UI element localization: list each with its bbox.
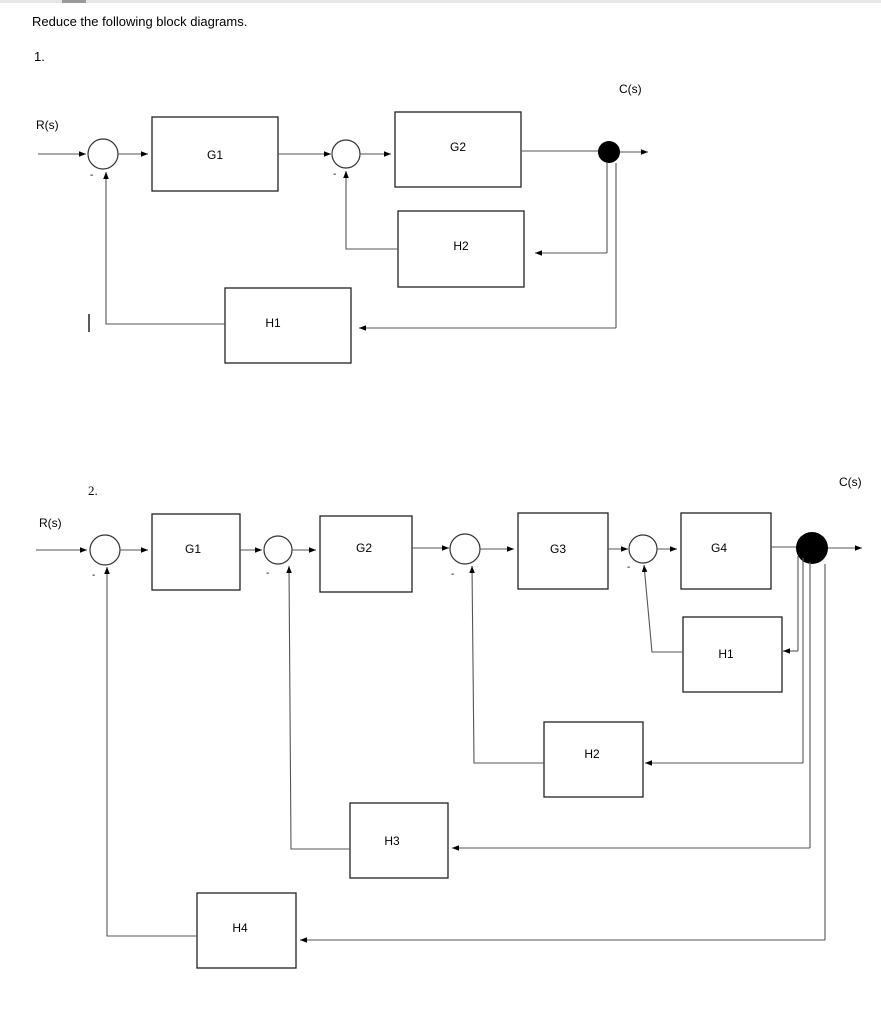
d2-block-g3 [517, 512, 609, 590]
d1-sum1-minus: - [90, 170, 93, 181]
d2-summing-junction-3 [449, 533, 481, 565]
instruction-text: Reduce the following block diagrams. [32, 14, 248, 29]
d1-block-h2 [397, 210, 525, 288]
d2-h2-return-to-sum3 [469, 565, 544, 764]
d2-block-h2 [543, 721, 644, 798]
d1-output-label: C(s) [619, 82, 642, 96]
d1-h1-label: H1 [265, 316, 281, 330]
diagram-1: R(s) C(s) G1 G2 H2 - H1 - [36, 82, 648, 364]
d2-summing-junction-1 [89, 534, 121, 566]
d1-g2-label: G2 [450, 140, 466, 154]
d1-summing-junction-1 [87, 138, 119, 170]
d2-block-h3 [349, 802, 449, 879]
d2-h3-label: H3 [384, 834, 400, 848]
d2-takeoff-point [796, 532, 828, 564]
d2-h1-return-to-sum4 [641, 564, 683, 653]
d2-h4-return-to-sum1 [104, 567, 197, 937]
d2-block-g2 [319, 515, 413, 593]
d2-block-g1 [151, 513, 241, 591]
d1-block-h1 [224, 287, 352, 364]
d2-sum3-minus: - [451, 569, 454, 580]
d2-block-h4 [196, 892, 297, 969]
d2-summing-junction-4 [628, 534, 658, 564]
d1-h2-label: H2 [453, 239, 469, 253]
d2-sum1-minus: - [92, 570, 95, 581]
d1-block-g1 [151, 116, 279, 192]
problem2-number: 2. [88, 483, 98, 498]
d2-g3-label: G3 [550, 542, 566, 556]
d2-h1-label: H1 [718, 647, 734, 661]
d2-sum2-minus: - [266, 568, 269, 579]
d2-h2-label: H2 [584, 747, 600, 761]
d2-output-label: C(s) [839, 475, 862, 489]
d1-input-label: R(s) [36, 118, 59, 132]
d1-summing-junction-2 [331, 139, 361, 169]
d2-g4-label: G4 [711, 541, 727, 555]
d2-g1-label: G1 [185, 542, 201, 556]
d1-h2-return-to-sum2 [343, 171, 398, 250]
d2-block-g4 [680, 512, 772, 590]
top-rule [0, 0, 881, 3]
d1-takeoff-point [598, 141, 620, 163]
d1-sum2-minus: - [333, 169, 336, 180]
d2-h3-return-to-sum2 [286, 565, 350, 850]
diagram-2: 2. R(s) C(s) G1 G2 G3 G4 H1 - [36, 475, 862, 969]
d2-input-label: R(s) [39, 516, 62, 530]
d2-block-h1 [682, 616, 783, 693]
d2-g2-label: G2 [356, 541, 372, 555]
d1-h1-return-to-sum1 [103, 172, 225, 325]
d2-sum4-minus: - [627, 562, 630, 573]
problem1-number: 1. [34, 49, 45, 64]
d2-h4-label: H4 [232, 921, 248, 935]
d1-block-g2 [394, 111, 522, 188]
d1-g1-label: G1 [207, 148, 223, 162]
d2-summing-junction-2 [263, 535, 293, 565]
